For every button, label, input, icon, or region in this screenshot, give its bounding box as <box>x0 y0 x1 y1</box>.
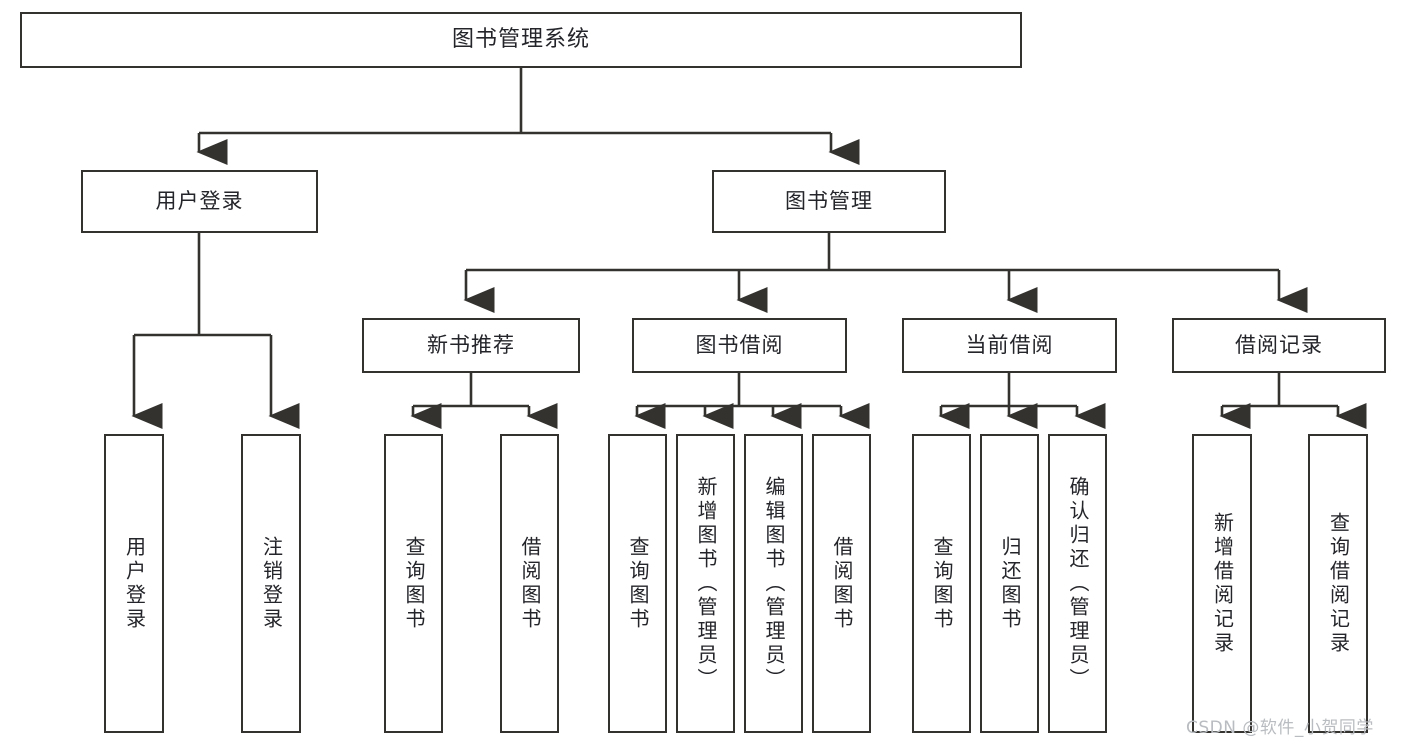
node-label: 新增借阅记录 <box>1210 511 1235 656</box>
watermark-csdn: CSDN @软件_小贺同学 <box>1186 718 1374 738</box>
leaf-return-book[interactable]: 归还图书 <box>980 434 1039 733</box>
node-label: 用户登录 <box>155 188 244 213</box>
node-borrow-record[interactable]: 借阅记录 <box>1172 318 1386 373</box>
leaf-query-book-borrow[interactable]: 查询图书 <box>608 434 667 733</box>
node-label: 查询借阅记录 <box>1326 511 1351 656</box>
node-current-borrow[interactable]: 当前借阅 <box>902 318 1117 373</box>
node-label: 新增图书（管理员） <box>694 475 718 692</box>
node-label: 用户登录 <box>122 535 147 632</box>
node-label: 当前借阅 <box>965 332 1054 357</box>
node-label: 查询图书 <box>930 535 954 632</box>
node-user-login[interactable]: 用户登录 <box>81 170 318 233</box>
node-book-management[interactable]: 图书管理 <box>712 170 946 233</box>
leaf-borrow-book[interactable]: 借阅图书 <box>812 434 871 733</box>
leaf-confirm-return-admin[interactable]: 确认归还（管理员） <box>1048 434 1107 733</box>
node-root-book-management-system[interactable]: 图书管理系统 <box>20 12 1022 68</box>
leaf-query-book-current[interactable]: 查询图书 <box>912 434 971 733</box>
leaf-borrow-book-recommend[interactable]: 借阅图书 <box>500 434 559 733</box>
leaf-add-book-admin[interactable]: 新增图书（管理员） <box>676 434 735 733</box>
node-label: 新书推荐 <box>427 332 515 357</box>
node-label: 借阅图书 <box>830 535 854 632</box>
node-book-borrow[interactable]: 图书借阅 <box>632 318 847 373</box>
node-label: 查询图书 <box>402 535 426 632</box>
leaf-edit-book-admin[interactable]: 编辑图书（管理员） <box>744 434 803 733</box>
node-label: 图书管理 <box>785 188 873 213</box>
node-label: 注销登录 <box>259 535 284 632</box>
node-label: 借阅图书 <box>518 535 542 632</box>
leaf-logout[interactable]: 注销登录 <box>241 434 301 733</box>
leaf-user-login[interactable]: 用户登录 <box>104 434 164 733</box>
node-label: 编辑图书（管理员） <box>762 475 786 692</box>
node-label: 图书管理系统 <box>451 26 590 52</box>
node-label: 确认归还（管理员） <box>1066 475 1090 692</box>
node-label: 图书借阅 <box>695 332 784 357</box>
leaf-add-borrow-record[interactable]: 新增借阅记录 <box>1192 434 1252 733</box>
leaf-query-book-recommend[interactable]: 查询图书 <box>384 434 443 733</box>
node-new-book-recommend[interactable]: 新书推荐 <box>362 318 580 373</box>
leaf-query-borrow-record[interactable]: 查询借阅记录 <box>1308 434 1368 733</box>
node-label: 归还图书 <box>998 535 1022 632</box>
node-label: 查询图书 <box>626 535 650 632</box>
node-label: 借阅记录 <box>1235 332 1323 357</box>
